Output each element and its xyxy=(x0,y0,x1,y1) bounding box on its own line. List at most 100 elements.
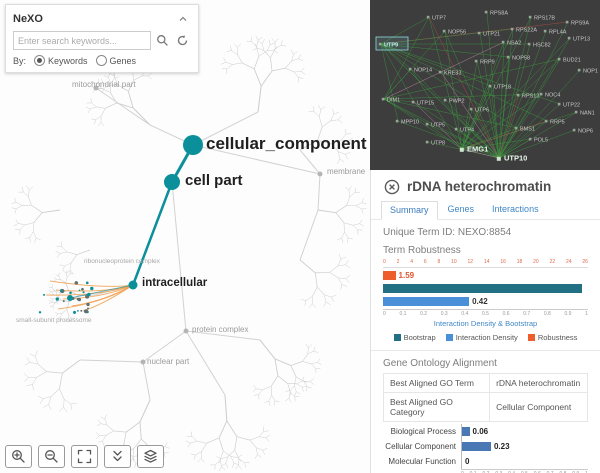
tab-summary[interactable]: Summary xyxy=(381,201,438,220)
collapse-panel-button[interactable] xyxy=(174,10,191,27)
network-node-UTP5[interactable]: UTP5 xyxy=(425,122,445,128)
radio-genes-circle[interactable] xyxy=(95,55,107,66)
zoom-in-icon xyxy=(12,450,25,463)
reset-search-button[interactable] xyxy=(174,32,191,49)
zoom-in-button[interactable] xyxy=(5,445,32,468)
network-node-NSA2[interactable]: NSA2 xyxy=(501,40,522,46)
network-node-UTP22[interactable]: UTP22 xyxy=(557,102,580,108)
axis-tick: 22 xyxy=(549,259,556,265)
close-panel-button[interactable] xyxy=(383,178,400,195)
network-node-PWP2[interactable]: PWP2 xyxy=(443,98,465,104)
network-node-UTP8[interactable]: UTP8 xyxy=(425,140,445,146)
svg-text:UTP6: UTP6 xyxy=(475,107,489,113)
search-by-label: By: xyxy=(13,55,27,66)
svg-text:RPS22A: RPS22A xyxy=(516,27,537,33)
network-node-NOP56[interactable]: NOP56 xyxy=(442,29,466,35)
network-node-NOP6[interactable]: NOP6 xyxy=(572,128,593,134)
tree-node-intracellular[interactable]: intracellular xyxy=(142,277,208,289)
tree-node-mitochondrial-part[interactable]: mitochondrial part xyxy=(72,80,136,89)
tab-genes[interactable]: Genes xyxy=(447,204,475,214)
svg-text:NOP56: NOP56 xyxy=(448,29,466,35)
radio-keywords[interactable]: Keywords xyxy=(34,55,88,66)
collapse-button[interactable] xyxy=(104,445,131,468)
network-node-NOP58[interactable]: NOP58 xyxy=(506,55,530,61)
network-node-RPL4A[interactable]: RPL4A xyxy=(543,29,567,35)
bar-value-label: 0.42 xyxy=(472,297,488,306)
svg-text:HSC82: HSC82 xyxy=(533,42,551,48)
network-node-RRP5[interactable]: RRP5 xyxy=(544,119,565,125)
axis-tick: 8 xyxy=(437,259,441,265)
network-node-UTP15[interactable]: UTP15 xyxy=(411,100,434,106)
network-node-RPS17B[interactable]: RPS17B xyxy=(528,15,556,21)
network-node-RPS22A[interactable]: RPS22A xyxy=(510,27,538,33)
svg-text:UTP15: UTP15 xyxy=(417,100,434,106)
double-chevron-down-icon xyxy=(113,450,122,462)
network-node-BMS1[interactable]: BMS1 xyxy=(514,126,535,132)
legend-item-robustness: Robustness xyxy=(527,333,578,342)
fit-to-screen-button[interactable] xyxy=(71,445,98,468)
axis-tick: 0.2 xyxy=(482,471,489,473)
tree-node-protein-complex[interactable]: protein complex xyxy=(192,325,249,334)
svg-text:PWP2: PWP2 xyxy=(449,98,465,104)
network-node-NOP1[interactable]: NOP1 xyxy=(577,68,598,74)
tree-node-membrane[interactable]: membrane xyxy=(327,167,366,176)
legend-label: Robustness xyxy=(537,333,578,342)
network-node-RPS8A[interactable]: RPS8A xyxy=(484,10,509,16)
svg-text:UTP10: UTP10 xyxy=(504,153,527,162)
network-node-RRP9[interactable]: RRP9 xyxy=(474,59,495,65)
tab-interactions[interactable]: Interactions xyxy=(492,204,539,214)
reset-icon xyxy=(177,35,188,46)
tree-node-cellular-component[interactable]: cellular_component xyxy=(206,134,367,153)
search-input[interactable] xyxy=(13,31,151,50)
radio-genes[interactable]: Genes xyxy=(95,55,136,66)
layers-icon xyxy=(144,449,157,463)
radio-keywords-circle[interactable] xyxy=(34,55,46,66)
network-node-NOP14[interactable]: NOP14 xyxy=(408,67,432,73)
legend-label: Interaction Density xyxy=(455,333,518,342)
network-node-KRE33[interactable]: KRE33 xyxy=(438,70,462,76)
go-table-value: rDNA heterochromatin xyxy=(489,373,588,393)
network-node-DIM1[interactable]: DIM1 xyxy=(381,97,400,103)
svg-text:UTP13: UTP13 xyxy=(573,36,590,42)
zoom-out-button[interactable] xyxy=(38,445,65,468)
go-table-label: Best Aligned GO Term xyxy=(382,373,491,393)
network-node-POL5[interactable]: POL5 xyxy=(528,137,548,143)
network-node-UTP6[interactable]: UTP6 xyxy=(469,107,489,113)
network-node-UTP13[interactable]: UTP13 xyxy=(567,36,590,42)
network-node-EMG1[interactable]: EMG1 xyxy=(459,144,488,153)
network-node-UTP21[interactable]: UTP21 xyxy=(477,31,500,37)
axis-tick: 10 xyxy=(451,259,457,265)
tree-node-tiny-label-2[interactable]: small-subunit processome xyxy=(16,317,92,324)
ontology-tree-pane[interactable]: cellular_component cell part intracellul… xyxy=(0,0,370,473)
network-node-UTP18[interactable]: UTP18 xyxy=(488,84,511,90)
gene-network-canvas[interactable]: UTP7 RPS8A RPS17B RPS9A NOP56 UTP21 RPS22A RPL4… xyxy=(370,0,600,170)
network-node-RPS9A[interactable]: RPS9A xyxy=(565,20,590,26)
layers-button[interactable] xyxy=(137,445,164,468)
tree-node-cell-part[interactable]: cell part xyxy=(185,172,243,189)
network-node-NAN1[interactable]: NAN1 xyxy=(574,110,595,116)
axis-tick: 1 xyxy=(585,311,588,317)
network-node-MPP10[interactable]: MPP10 xyxy=(395,119,419,125)
svg-text:NOP58: NOP58 xyxy=(512,55,530,61)
network-node-UTP4[interactable]: UTP4 xyxy=(454,127,474,133)
gene-network-pane[interactable]: UTP7 RPS8A RPS17B RPS9A NOP56 UTP21 RPS22A RPL4… xyxy=(370,0,600,170)
ontology-tree-canvas[interactable] xyxy=(0,0,370,473)
network-node-HSC82[interactable]: HSC82 xyxy=(527,42,551,48)
network-node-UTP9[interactable]: UTP9 xyxy=(375,36,409,51)
network-node-BUD21[interactable]: BUD21 xyxy=(557,57,581,63)
search-button[interactable] xyxy=(154,32,171,49)
tree-node-nuclear-part[interactable]: nuclear part xyxy=(147,357,190,366)
network-node-UTP7[interactable]: UTP7 xyxy=(426,15,446,21)
svg-text:UTP8: UTP8 xyxy=(431,140,445,146)
network-node-NOC4[interactable]: NOC4 xyxy=(539,92,560,98)
svg-text:UTP18: UTP18 xyxy=(494,84,511,90)
network-node-RPS13[interactable]: RPS13 xyxy=(516,93,540,99)
axis-tick: 0.9 xyxy=(572,471,579,473)
network-node-UTP10[interactable]: UTP10 xyxy=(496,153,528,162)
tree-node-tiny-label-1[interactable]: ribonucleoprotein complex xyxy=(84,258,160,265)
